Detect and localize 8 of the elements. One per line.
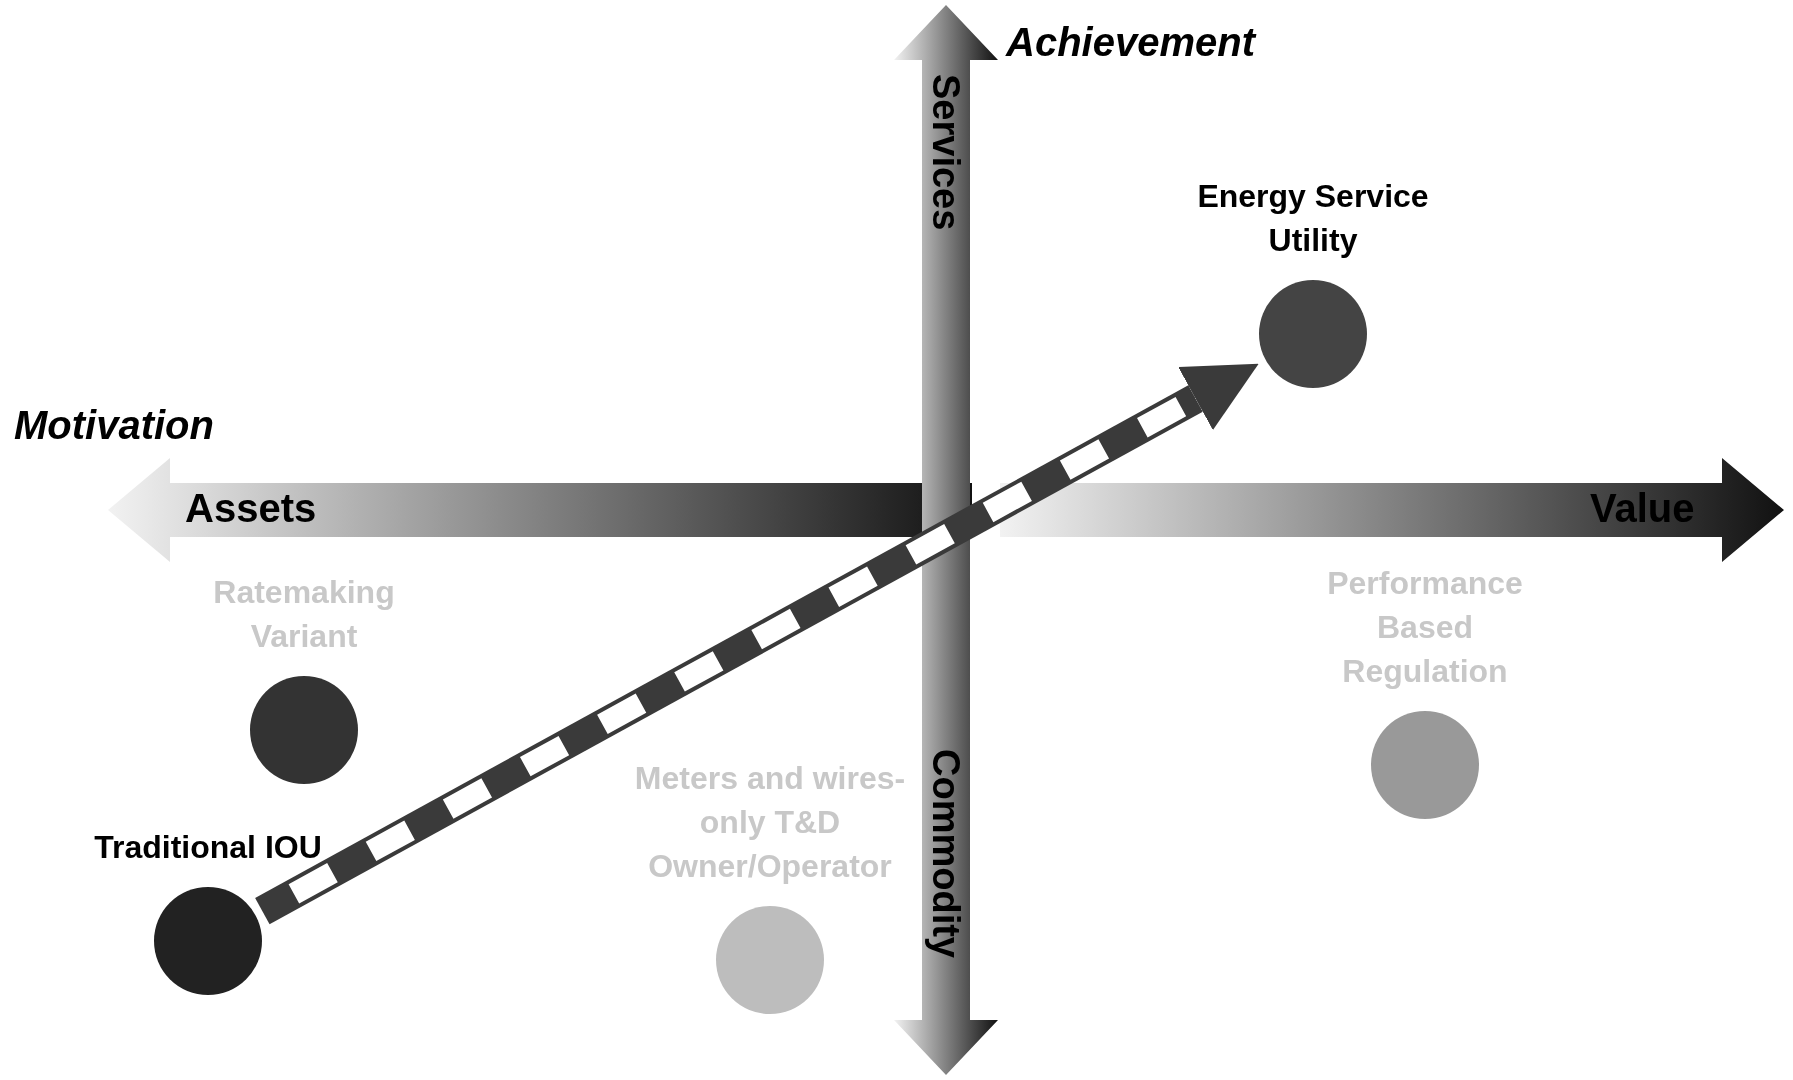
axis-label: Assets	[185, 486, 317, 531]
node-label: Energy Service Utility	[1196, 177, 1430, 260]
axis-label: Services	[924, 74, 968, 231]
axis-label: Commodity	[924, 749, 968, 958]
axis-label: Value	[1590, 486, 1695, 531]
node-label: Traditional IOU	[94, 828, 322, 867]
axis-title: Motivation	[14, 403, 214, 448]
axis-title: Achievement	[1006, 20, 1255, 65]
